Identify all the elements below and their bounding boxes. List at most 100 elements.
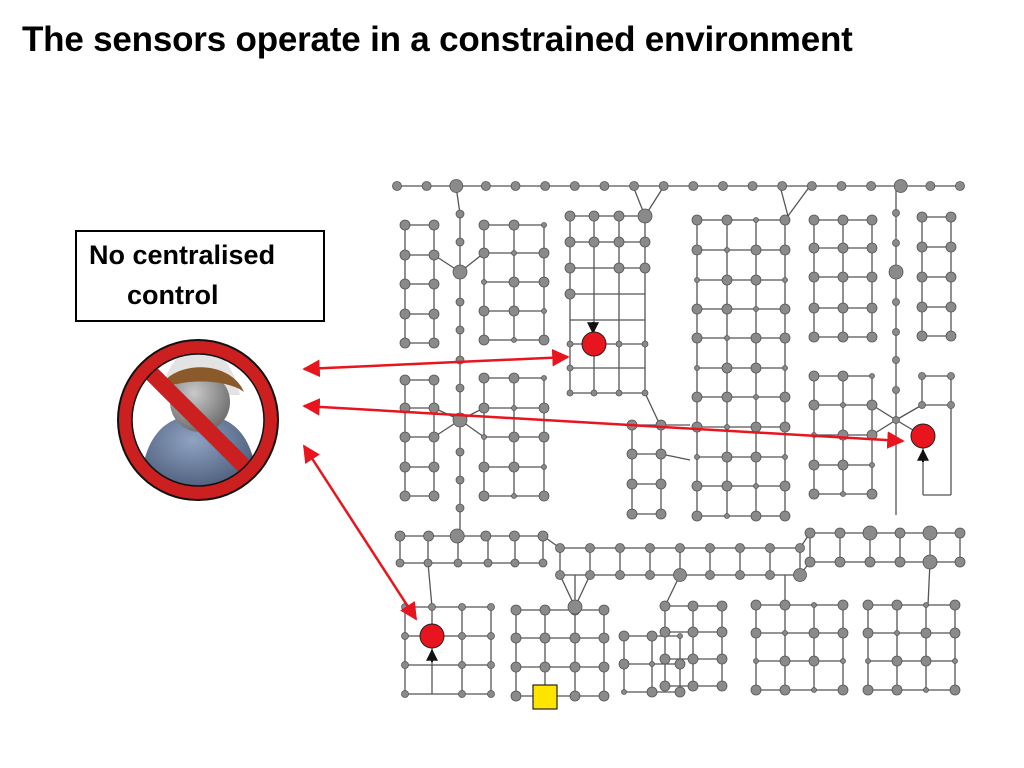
sensor-node <box>511 250 517 256</box>
sensor-node <box>455 383 465 393</box>
sensor-node <box>421 181 432 191</box>
sensor-node <box>588 236 600 248</box>
sensor-node <box>779 421 791 433</box>
sensor-node <box>428 249 440 261</box>
sensor-node <box>705 543 715 553</box>
sink-node <box>532 684 558 710</box>
sensor-node <box>793 568 807 582</box>
sensor-node <box>808 627 820 639</box>
sensor-node <box>945 271 957 283</box>
sensor-node <box>538 490 550 502</box>
sensor-node <box>892 298 900 306</box>
sensor-node <box>716 653 728 665</box>
sensor-node <box>945 241 957 253</box>
sensor-node <box>750 599 762 611</box>
sensor-node <box>694 277 700 283</box>
sensor-node <box>862 627 874 639</box>
slide-title: The sensors operate in a constrained env… <box>22 20 853 59</box>
sensor-node <box>428 431 440 443</box>
sensor-node <box>864 556 876 568</box>
sensor-node <box>539 604 551 616</box>
sensor-node <box>811 602 817 608</box>
sensor-node <box>954 556 966 568</box>
sensor-node <box>721 303 733 315</box>
sensor-node <box>691 510 703 522</box>
sensor-node <box>645 543 655 553</box>
sensor-node <box>399 337 411 349</box>
sensor-node <box>724 424 730 430</box>
sensor-node <box>673 568 687 582</box>
sensor-node <box>455 325 465 335</box>
sensor-node <box>869 462 875 468</box>
sensor-node <box>808 655 820 667</box>
sensor-node <box>674 686 686 698</box>
arrow-to-sensor-3 <box>302 444 418 621</box>
sensor-node <box>866 271 878 283</box>
sensor-node <box>804 556 816 568</box>
sensor-node <box>449 528 465 544</box>
sensor-node <box>837 370 849 382</box>
sensor-node <box>811 687 817 693</box>
sensor-node <box>618 658 630 670</box>
sensor-node <box>428 374 440 386</box>
sensor-node <box>750 274 762 286</box>
sensor-node <box>916 330 928 342</box>
sensor-node <box>481 279 487 285</box>
sensor-node <box>705 570 715 580</box>
sensor-node <box>455 447 465 457</box>
sensor-node <box>480 530 492 542</box>
sensor-node <box>453 558 463 568</box>
sensor-node <box>892 328 900 336</box>
sensor-node <box>487 603 495 611</box>
sensor-node <box>458 690 466 698</box>
sensor-node <box>566 364 574 372</box>
sensor-node <box>808 302 820 314</box>
sensor-node <box>510 181 521 191</box>
sensor-node <box>892 239 900 247</box>
sensor-node <box>641 340 649 348</box>
sensor-node <box>955 181 965 191</box>
sensor-node <box>659 600 671 612</box>
sensor-node <box>399 374 411 386</box>
sensor-node <box>538 558 548 568</box>
sensor-node <box>891 655 903 667</box>
sensor-node <box>428 278 440 290</box>
sensor-node <box>834 556 846 568</box>
sensor-node <box>954 527 966 539</box>
sensor-node <box>598 690 610 702</box>
sensor-node <box>891 684 903 696</box>
sensor-node <box>588 210 600 222</box>
sensor-node <box>804 527 816 539</box>
sensor-node <box>590 389 598 397</box>
sensor-node <box>735 570 745 580</box>
sensor-node <box>613 210 625 222</box>
sensor-node <box>750 451 762 463</box>
sensor-node <box>888 264 904 280</box>
sensor-node <box>618 630 630 642</box>
sensor-node <box>922 554 938 570</box>
sensor-node <box>428 490 440 502</box>
sensor-node <box>747 181 758 191</box>
sensor-node <box>455 475 465 485</box>
sensor-node <box>808 399 820 411</box>
sensor-node <box>487 661 495 669</box>
sensor-node <box>569 690 581 702</box>
sensor-node <box>455 209 465 219</box>
sensor-node <box>564 262 576 274</box>
sensor-node <box>779 655 791 667</box>
sensor-node <box>483 558 493 568</box>
sensor-node <box>721 391 733 403</box>
sensor-node <box>892 209 900 217</box>
sensor-node <box>808 271 820 283</box>
sensor-node <box>916 271 928 283</box>
sensor-node <box>750 244 762 256</box>
sensor-node <box>869 373 875 379</box>
sensor-node <box>478 402 490 414</box>
sensor-node <box>779 303 791 315</box>
sensor-node <box>779 214 791 226</box>
active-sensor-3 <box>419 623 445 662</box>
sensor-node <box>566 389 574 397</box>
sensor-node <box>691 303 703 315</box>
sensor-node <box>782 277 788 283</box>
